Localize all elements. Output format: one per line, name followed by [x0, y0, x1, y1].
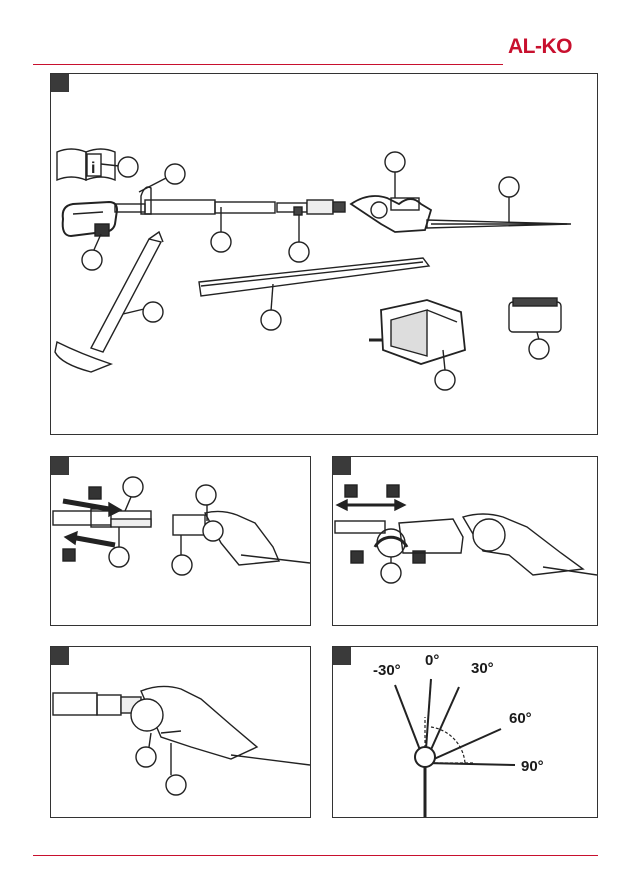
angle-label-30: 30° [471, 660, 494, 677]
lock-drawing [51, 647, 310, 817]
al-ko-logo: AL-KO [508, 36, 598, 58]
angle-drawing: -30° 0° 30° 60° 90° [333, 647, 597, 817]
overview-figure: i [50, 73, 598, 435]
angle-figure: -30° 0° 30° 60° 90° [332, 646, 598, 818]
angle-label-minus-30: -30° [373, 662, 401, 679]
overview-drawing: i [51, 74, 597, 434]
adjustment-figure [332, 456, 598, 626]
lock-figure [50, 646, 311, 818]
adjustment-drawing [333, 457, 597, 625]
svg-text:i: i [91, 160, 95, 177]
header-rule [33, 64, 503, 65]
extension-drawing [51, 457, 310, 625]
extension-figure [50, 456, 311, 626]
angle-label-90: 90° [521, 758, 544, 775]
angle-label-0: 0° [425, 652, 439, 669]
angle-label-60: 60° [509, 710, 532, 727]
footer-rule [33, 855, 598, 856]
